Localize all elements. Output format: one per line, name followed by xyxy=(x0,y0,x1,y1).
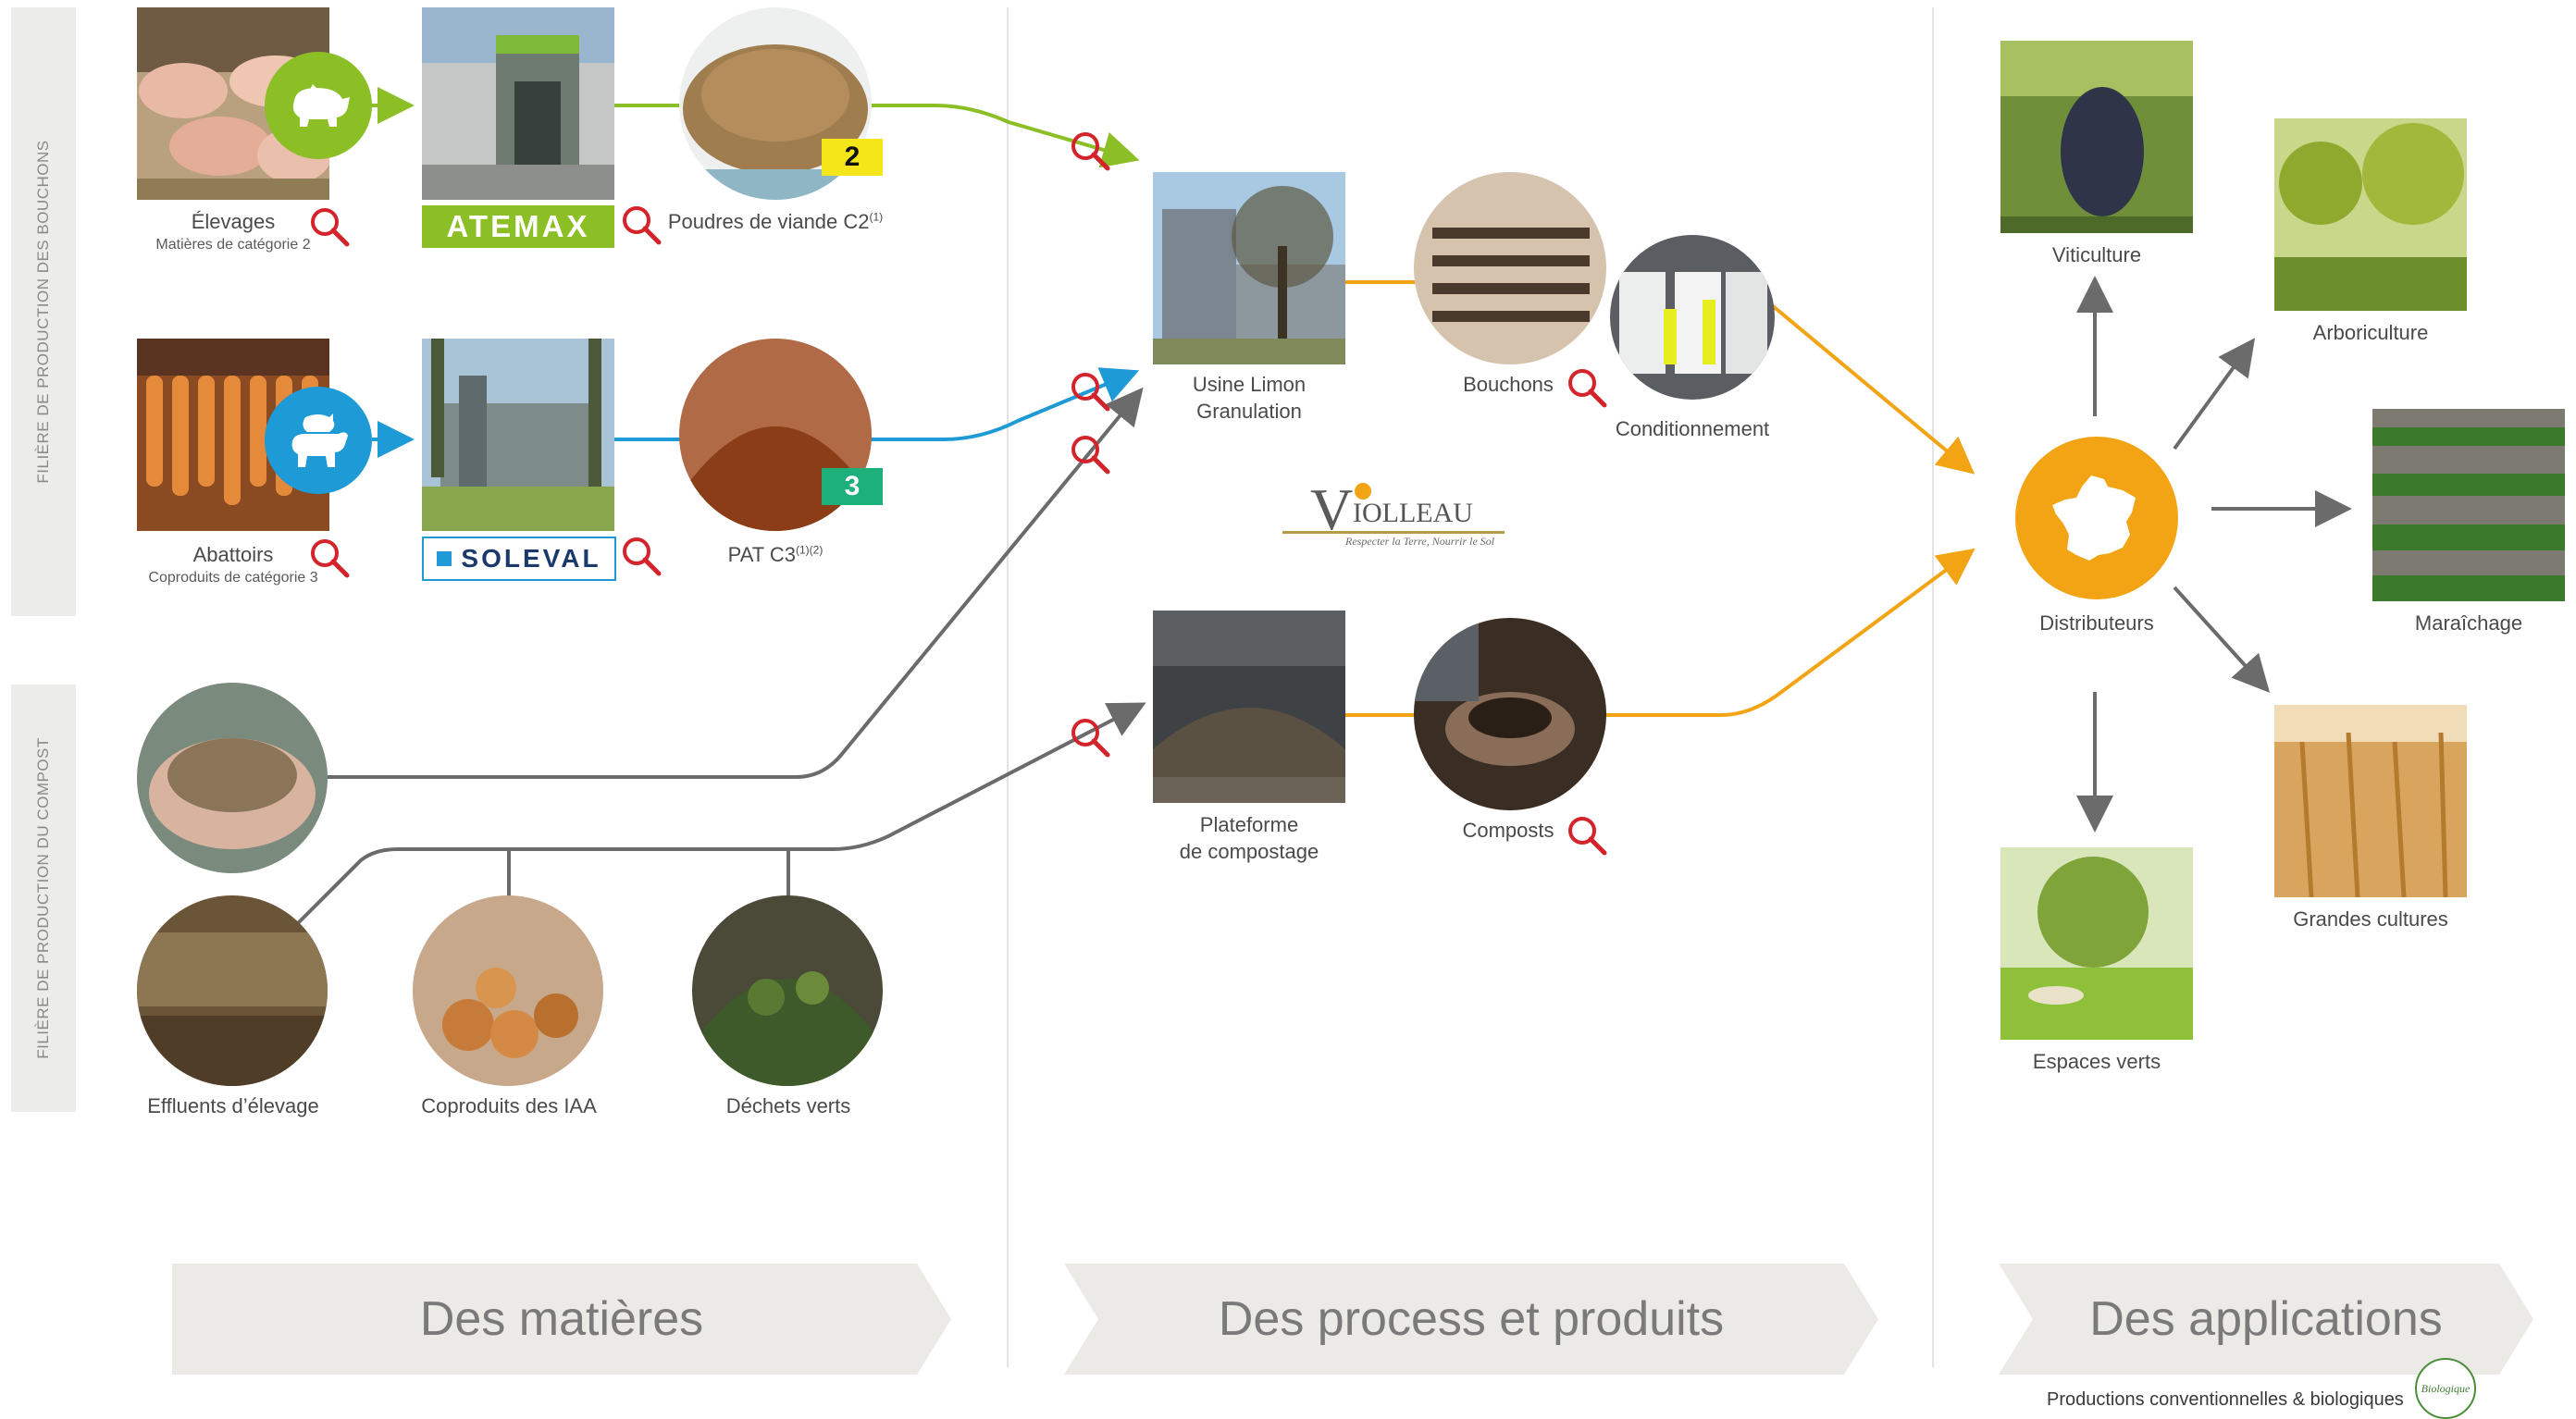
effluents-photo xyxy=(137,895,328,1086)
soleval-text: SOLEVAL xyxy=(461,544,601,573)
arrow-to-arboriculture xyxy=(2173,338,2256,450)
elevages-sub: Matières de catégorie 2 xyxy=(155,236,311,253)
poudres-c2-sup: (1) xyxy=(869,210,884,224)
espaces-verts-label: Espaces verts xyxy=(2032,1050,2161,1073)
banner-applications-text: Des applications xyxy=(2089,1292,2443,1346)
banner-process-text: Des process et produits xyxy=(1218,1292,1725,1346)
abattoirs-sub: Coproduits de catégorie 3 xyxy=(148,569,318,586)
conditionnement-photo xyxy=(1610,235,1775,400)
category-2-badge: 2 xyxy=(822,139,883,176)
france-map-icon xyxy=(2015,437,2178,599)
pat-c3-label: PAT C3(1)(2) xyxy=(728,542,824,569)
column-separator-2 xyxy=(1932,7,1934,1367)
category-3-value: 3 xyxy=(844,471,861,501)
grandes-cultures-photo xyxy=(2274,705,2467,897)
column-separator-1 xyxy=(1007,7,1009,1367)
soleval-logo: SOLEVAL xyxy=(422,537,616,581)
flow-blue-3 xyxy=(870,367,1140,441)
usine-photo xyxy=(1153,172,1345,364)
magnifier-icon[interactable] xyxy=(1069,370,1111,413)
soleval-square xyxy=(437,551,452,566)
cow-pig-icon xyxy=(265,387,372,494)
elevages-photo xyxy=(137,7,329,200)
flow-gray-1 xyxy=(328,387,1144,779)
bouchons-photo xyxy=(1414,172,1606,364)
soleval-photo xyxy=(422,339,614,531)
maraichage-label: Maraîchage xyxy=(2414,611,2523,635)
magnifier-icon[interactable] xyxy=(620,204,663,246)
viticulture-photo xyxy=(2000,41,2193,233)
composts-label: Composts xyxy=(1462,819,1554,842)
plateforme-label: Plateforme de compostage xyxy=(1180,812,1319,865)
espaces-verts-photo xyxy=(2000,847,2193,1040)
atemax-photo xyxy=(422,7,614,200)
magnifier-icon[interactable] xyxy=(1069,130,1111,172)
violleau-slogan: Respecter la Terre, Nourrir le Sol xyxy=(1345,535,1495,548)
magnifier-icon[interactable] xyxy=(1069,716,1111,759)
flow-orange-4 xyxy=(1605,548,1975,717)
magnifier-icon[interactable] xyxy=(308,537,351,579)
magnifier-icon[interactable] xyxy=(1566,366,1608,409)
category-2-value: 2 xyxy=(844,142,861,172)
effluents-label: Effluents d’élevage xyxy=(147,1094,319,1117)
side-label-bouchons: FILIÈRE DE PRODUCTION DES BOUCHONS xyxy=(11,7,76,616)
usine-line2: Granulation xyxy=(1196,399,1302,423)
side-label-compost: FILIÈRE DE PRODUCTION DU COMPOST xyxy=(11,685,76,1112)
magnifier-icon[interactable] xyxy=(1566,814,1608,857)
banner-matieres-text: Des matières xyxy=(419,1292,704,1346)
arrow-to-grandes-cultures xyxy=(2173,586,2271,693)
footer-note: Productions conventionnelles & biologiqu… xyxy=(2047,1389,2404,1410)
coproduits-iaa-photo xyxy=(413,895,603,1086)
abattoirs-title: Abattoirs xyxy=(192,543,274,566)
pig-icon xyxy=(265,52,372,159)
violleau-logo: V IOLLEAU Respecter la Terre, Nourrir le… xyxy=(1282,475,1505,549)
poudres-c2-text: Poudres de viande C2 xyxy=(667,210,870,233)
banner-matieres: Des matières xyxy=(172,1264,951,1375)
arboriculture-photo xyxy=(2274,118,2467,311)
flow-gray-2 xyxy=(296,702,1146,925)
category-3-badge: 3 xyxy=(822,468,883,505)
bouchons-label: Bouchons xyxy=(1463,373,1554,396)
elevages-label: Élevages Matières de catégorie 2 xyxy=(155,209,310,254)
pat-c3-text: PAT C3 xyxy=(727,543,797,566)
maraichage-photo xyxy=(2372,409,2565,601)
violleau-underline xyxy=(1282,531,1505,534)
coproduits-iaa-label: Coproduits des IAA xyxy=(421,1094,597,1117)
plateforme-line2: de compostage xyxy=(1179,839,1319,863)
magnifier-icon[interactable] xyxy=(1069,433,1111,475)
banner-applications: Des applications xyxy=(1999,1264,2533,1375)
conditionnement-label: Conditionnement xyxy=(1615,417,1770,440)
poudres-c2-label: Poudres de viande C2(1) xyxy=(668,209,883,236)
viticulture-label: Viticulture xyxy=(2051,243,2142,266)
plateforme-line1: Plateforme xyxy=(1199,813,1299,836)
magnifier-icon[interactable] xyxy=(308,205,351,248)
abattoirs-label: Abattoirs Coproduits de catégorie 3 xyxy=(148,542,317,587)
pellets-hand-photo xyxy=(137,683,328,873)
bio-seal-text: Biologique xyxy=(2421,1381,2471,1395)
dechets-verts-label: Déchets verts xyxy=(725,1094,851,1117)
usine-label: Usine Limon Granulation xyxy=(1193,372,1306,425)
grandes-cultures-label: Grandes cultures xyxy=(2293,907,2448,931)
bio-seal: Biologique xyxy=(2415,1358,2476,1419)
violleau-dot xyxy=(1355,483,1371,500)
atemax-logo: ATEMAX xyxy=(422,205,614,248)
pat-c3-sup: (1)(2) xyxy=(796,543,824,557)
dechets-verts-photo xyxy=(692,895,883,1086)
distributeurs-label: Distributeurs xyxy=(2039,611,2154,635)
composts-photo xyxy=(1414,618,1606,810)
flow-orange-2 xyxy=(1770,303,1975,475)
magnifier-icon[interactable] xyxy=(620,535,663,577)
usine-line1: Usine Limon xyxy=(1192,373,1307,396)
flow-green-3 xyxy=(870,104,1140,168)
arboriculture-label: Arboriculture xyxy=(2312,321,2429,344)
banner-process: Des process et produits xyxy=(1064,1264,1878,1375)
elevages-title: Élevages xyxy=(191,210,276,233)
violleau-name: IOLLEAU xyxy=(1353,498,1473,528)
plateforme-photo xyxy=(1153,611,1345,803)
